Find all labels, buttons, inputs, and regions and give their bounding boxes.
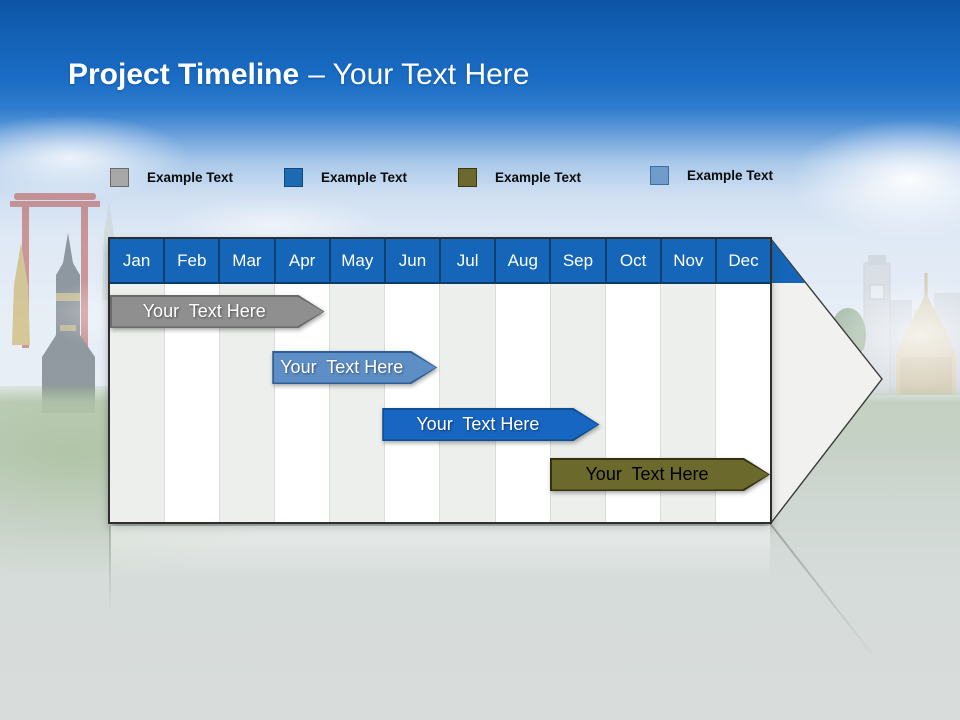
- title-main: Project Timeline: [68, 58, 300, 91]
- timeline-arrow-head: [770, 236, 883, 526]
- month-cell: Sep: [551, 239, 607, 282]
- month-cell: Jun: [386, 239, 442, 282]
- legend-swatch-blue: [284, 168, 303, 187]
- reflection-left-edge: [109, 526, 111, 611]
- month-cell: Mar: [220, 239, 276, 282]
- task-label: Your Text Here: [280, 357, 404, 377]
- task-bar-border: Your Text Here: [550, 458, 770, 491]
- legend-item: Example Text: [110, 168, 233, 187]
- legend-label: Example Text: [147, 170, 234, 185]
- table-reflection: [110, 526, 770, 581]
- month-cell: Jul: [441, 239, 497, 282]
- task-label: Your Text Here: [416, 414, 540, 434]
- month-column: [440, 284, 496, 522]
- timeline-table: Jan Feb Mar Apr May Jun Jul Aug Sep Oct …: [108, 237, 772, 524]
- month-cell: Oct: [607, 239, 662, 282]
- month-header-row: Jan Feb Mar Apr May Jun Jul Aug Sep Oct …: [110, 239, 770, 284]
- month-cell: Apr: [276, 239, 331, 282]
- task-bar-1: Your Text Here: [110, 295, 325, 328]
- arrow-header-triangle: [771, 239, 805, 283]
- cloud: [0, 115, 190, 200]
- month-cell: Nov: [662, 239, 717, 282]
- month-column: [330, 284, 386, 522]
- task-bar-3: Your Text Here: [382, 408, 599, 441]
- task-label: Your Text Here: [585, 464, 709, 484]
- task-bar-4: Your Text Here: [550, 458, 770, 491]
- legend-item: Example Text: [284, 168, 407, 187]
- legend-label: Example Text: [495, 170, 582, 185]
- tasks-layer: Your Text Here Your Text Here Your Text …: [110, 284, 770, 522]
- task-bar-fill: Your Text Here: [112, 297, 324, 327]
- legend-swatch-lightblue: [650, 166, 669, 185]
- task-bar-fill: Your Text Here: [384, 410, 598, 440]
- task-bar-border: Your Text Here: [272, 351, 437, 384]
- task-bar-border: Your Text Here: [110, 295, 325, 328]
- legend-item: Example Text: [650, 166, 773, 185]
- month-column: [385, 284, 441, 522]
- task-bar-border: Your Text Here: [382, 408, 599, 441]
- month-cell: Jan: [110, 239, 166, 282]
- legend-swatch-olive: [458, 168, 477, 187]
- task-bar-2: Your Text Here: [272, 351, 437, 384]
- month-cell: May: [331, 239, 386, 282]
- title-subtitle: – Your Text Here: [308, 58, 530, 91]
- legend-swatch-gray: [110, 168, 129, 187]
- task-label: Your Text Here: [142, 301, 266, 321]
- task-bar-fill: Your Text Here: [552, 460, 769, 490]
- month-cell: Feb: [165, 239, 221, 282]
- month-cell: Aug: [496, 239, 552, 282]
- legend-label: Example Text: [321, 170, 408, 185]
- task-bar-fill: Your Text Here: [274, 353, 436, 383]
- page-title: Project Timeline– Your Text Here: [68, 58, 529, 92]
- month-column: [495, 284, 551, 522]
- month-cell: Dec: [728, 250, 759, 270]
- legend-item: Example Text: [458, 168, 581, 187]
- legend-label: Example Text: [687, 168, 774, 183]
